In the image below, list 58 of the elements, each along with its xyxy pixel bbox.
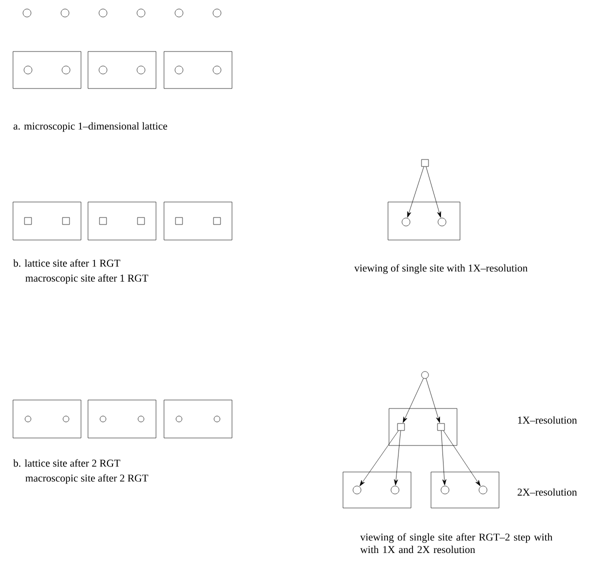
site-circle	[98, 8, 108, 18]
site-circle	[212, 66, 222, 74]
arrow	[360, 430, 399, 486]
arrow	[426, 166, 442, 218]
site-square	[437, 423, 445, 431]
site-square	[24, 217, 32, 225]
site-circle	[440, 486, 450, 494]
block-box	[164, 400, 232, 438]
site-circle	[98, 66, 108, 74]
block-box	[388, 202, 460, 240]
caption-text: macroscopic site after 2 RGT	[25, 474, 148, 484]
arrow	[443, 430, 480, 486]
site-circle	[174, 8, 184, 18]
site-square	[137, 217, 145, 225]
block-box	[164, 51, 232, 89]
caption-text: b. lattice site after 2 RGT	[13, 459, 120, 467]
block-box	[12, 202, 82, 240]
site-circle	[22, 8, 32, 18]
block-box	[388, 408, 458, 446]
site-circle	[352, 486, 362, 494]
site-circle	[24, 66, 32, 74]
arrow	[402, 378, 424, 423]
caption-text: b. lattice site after 1 RGT	[13, 259, 120, 267]
caption-text: 2X–resolution	[518, 488, 577, 496]
block-box	[12, 51, 82, 89]
site-square	[62, 217, 70, 225]
block-box	[88, 400, 156, 438]
site-circle	[478, 486, 488, 494]
arrow	[394, 430, 401, 486]
caption-text: viewing of single site after RGT–2 step with with 1X and 2X resolution	[360, 533, 552, 554]
site-circle	[174, 66, 184, 74]
site-circle	[136, 66, 146, 74]
caption-text: 1X–resolution	[518, 416, 577, 424]
block-box	[342, 472, 412, 508]
block-box	[430, 472, 500, 508]
block-box	[88, 202, 156, 240]
caption-text: viewing of single site with 1X–resolution	[354, 264, 528, 274]
site-square	[99, 217, 107, 225]
arrow	[441, 430, 446, 486]
site-circle	[136, 8, 146, 18]
site-square	[175, 217, 183, 225]
site-circle	[62, 66, 70, 74]
caption-text: macroscopic site after 1 RGT	[25, 274, 148, 284]
site-circle	[421, 371, 429, 379]
site-square	[213, 217, 221, 225]
block-box	[164, 202, 232, 240]
caption-text: a. microscopic 1–dimensional lattice	[14, 122, 168, 132]
arrow	[426, 378, 440, 423]
block-box	[88, 51, 156, 89]
site-square	[397, 423, 405, 431]
site-circle	[60, 8, 70, 18]
site-circle	[390, 486, 400, 494]
site-circle	[402, 218, 410, 226]
site-circle	[212, 8, 222, 18]
block-box	[12, 400, 82, 438]
arrow	[407, 166, 424, 218]
site-circle	[438, 218, 446, 226]
site-square	[421, 159, 429, 167]
